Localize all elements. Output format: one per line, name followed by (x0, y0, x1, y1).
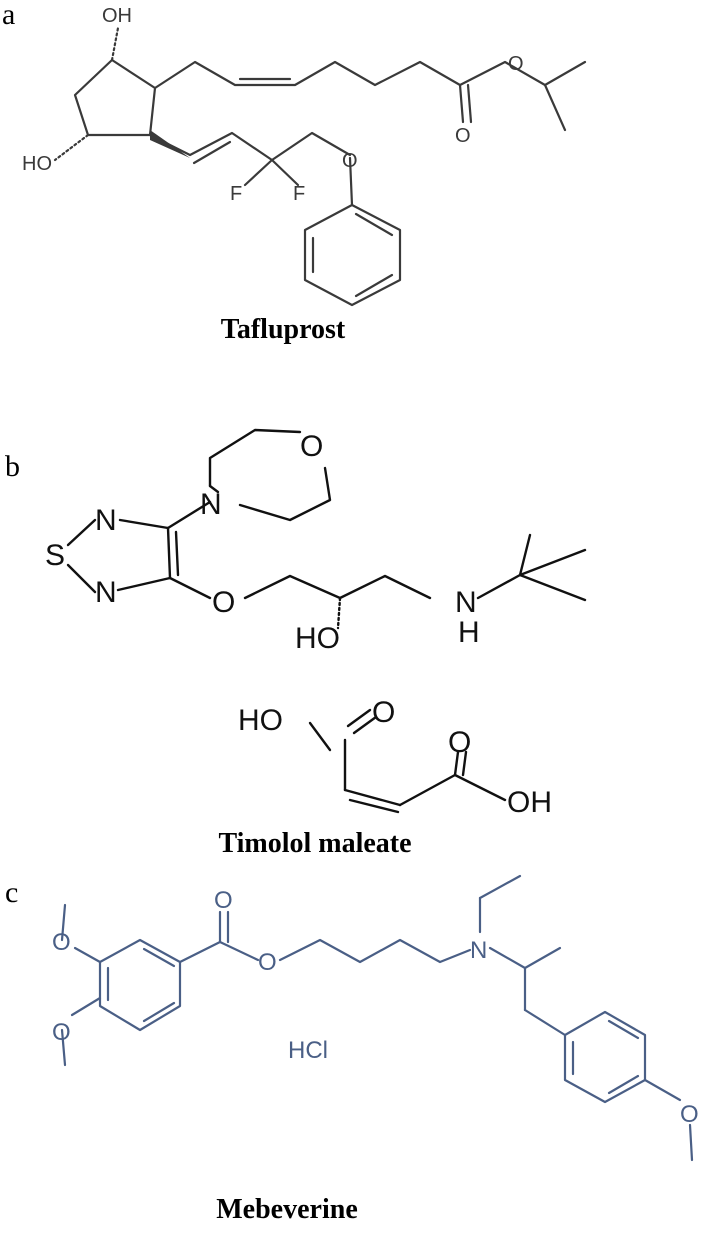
tafluprost-structure: OH HO O O F F O a Tafluprost (2, 0, 587, 345)
atom-ho: HO (295, 622, 340, 655)
panel-letter-c: c (5, 876, 18, 909)
atom-f1: F (230, 183, 242, 205)
atom-o-ether: O (342, 150, 358, 172)
atom-n-amine: N (470, 937, 487, 964)
atom-maleic-o2: O (448, 726, 471, 759)
timolol-maleate-structure: O N N S N O N H HO HO O O OH b Timolol m… (5, 428, 587, 859)
atom-o-carbonyl: O (455, 125, 471, 147)
atom-o-methoxy-bottom: O (52, 1019, 71, 1046)
atom-maleic-oh: OH (507, 786, 552, 819)
atom-o-ester: O (508, 53, 524, 75)
caption-timolol-maleate: Timolol maleate (218, 828, 411, 859)
panel-letter-a: a (2, 0, 15, 31)
atom-n-thiadiazole-top: N (95, 504, 117, 537)
atom-maleic-ho: HO (238, 704, 283, 737)
atom-nh-n: N (455, 586, 477, 619)
panel-a-tafluprost: OH HO O O F F O a Tafluprost (0, 0, 708, 380)
atom-o-ether: O (212, 586, 235, 619)
atom-o-para-methoxy: O (680, 1101, 699, 1128)
atom-nh-h: H (458, 616, 480, 649)
atom-maleic-o1: O (372, 696, 395, 729)
atom-ho-left: HO (22, 153, 52, 175)
atom-o-morpholine: O (300, 430, 323, 463)
atom-o-methoxy-top: O (52, 929, 71, 956)
panel-c-mebeverine: O O O O N HCl O c Mebeverine (0, 870, 708, 1254)
panel-letter-b: b (5, 450, 20, 483)
atom-hcl-salt: HCl (288, 1037, 328, 1064)
panel-b-timolol-maleate: O N N S N O N H HO HO O O OH b Timolol m… (0, 380, 708, 870)
mebeverine-structure: O O O O N HCl O c Mebeverine (5, 874, 699, 1225)
atom-s-thiadiazole: S (45, 539, 65, 572)
atom-o-ester: O (258, 949, 277, 976)
atom-n-morpholine: N (200, 488, 222, 521)
atom-oh-top: OH (102, 5, 132, 27)
atom-o-carbonyl: O (214, 887, 233, 914)
atom-f2: F (293, 183, 305, 205)
atom-n-thiadiazole-bottom: N (95, 576, 117, 609)
caption-mebeverine: Mebeverine (216, 1194, 358, 1225)
caption-tafluprost: Tafluprost (221, 314, 346, 345)
